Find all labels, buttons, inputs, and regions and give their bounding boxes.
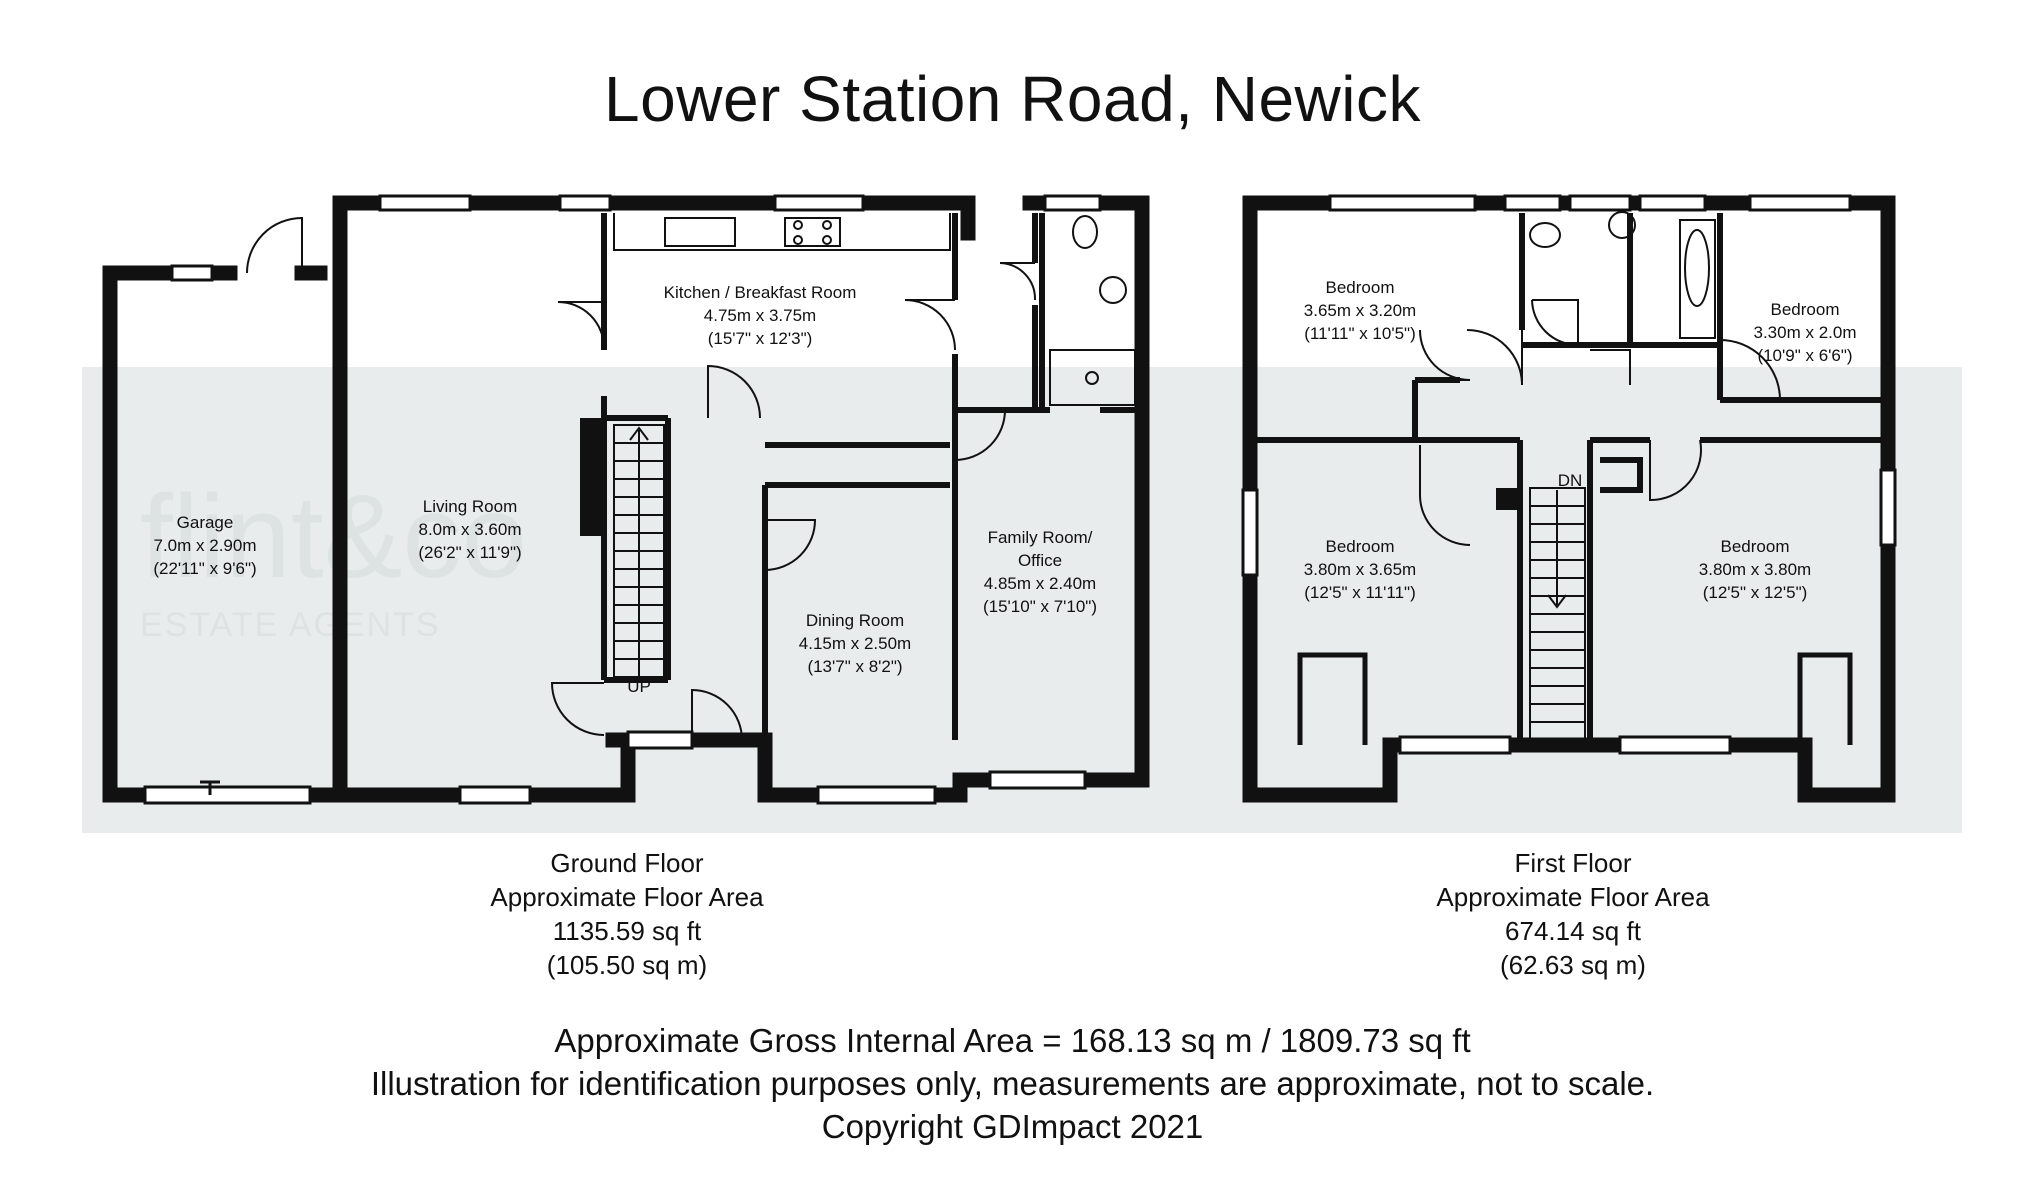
room-label-living-room: Living Room 8.0m x 3.60m (26'2" x 11'9")	[418, 497, 521, 562]
svg-text:Bedroom: Bedroom	[1326, 537, 1395, 556]
room-label-bedroom-1: Bedroom 3.65m x 3.20m (11'11" x 10'5")	[1304, 278, 1416, 343]
ground-floor-plan	[102, 194, 1150, 805]
ground-stairs	[613, 424, 665, 678]
copyright: Copyright GDImpact 2021	[821, 1108, 1204, 1145]
room-label-bedroom-3: Bedroom 3.80m x 3.65m (12'5" x 11'11")	[1304, 537, 1416, 602]
plan-title: Lower Station Road, Newick	[604, 63, 1421, 135]
fireplace	[580, 418, 604, 536]
watermark-tagline: ESTATE AGENTS	[140, 606, 441, 644]
stair-label-dn: DN	[1558, 471, 1583, 490]
svg-text:(12'5" x 11'11"): (12'5" x 11'11")	[1304, 583, 1416, 602]
svg-text:4.75m x 3.75m: 4.75m x 3.75m	[704, 306, 816, 325]
first-floor-plan	[1241, 194, 1897, 803]
svg-text:Dining Room: Dining Room	[806, 611, 904, 630]
svg-text:(12'5" x 12'5"): (12'5" x 12'5")	[1703, 583, 1808, 602]
svg-text:(13'7" x 8'2"): (13'7" x 8'2")	[807, 657, 902, 676]
watermark-band	[82, 367, 1962, 833]
first-floor-name: First Floor	[1514, 848, 1632, 878]
svg-text:3.30m x 2.0m: 3.30m x 2.0m	[1754, 323, 1857, 342]
ground-floor-sqft: 1135.59 sq ft	[552, 916, 702, 946]
svg-text:(11'11" x 10'5"): (11'11" x 10'5")	[1304, 324, 1416, 343]
gross-area: Approximate Gross Internal Area = 168.13…	[554, 1022, 1471, 1059]
svg-text:Bedroom: Bedroom	[1721, 537, 1790, 556]
svg-text:3.80m x 3.65m: 3.80m x 3.65m	[1304, 560, 1416, 579]
svg-text:Living Room: Living Room	[423, 497, 518, 516]
svg-text:(15'7" x 12'3"): (15'7" x 12'3")	[708, 329, 813, 348]
room-label-bedroom-4: Bedroom 3.80m x 3.80m (12'5" x 12'5")	[1699, 537, 1811, 602]
svg-text:Garage: Garage	[177, 513, 234, 532]
first-floor-sqft: 674.14 sq ft	[1505, 916, 1641, 946]
stair-label-up: UP	[627, 677, 651, 696]
ground-floor-caption: Ground Floor Approximate Floor Area 1135…	[377, 846, 877, 982]
svg-text:Bedroom: Bedroom	[1771, 300, 1840, 319]
room-label-family-room: Family Room/ Office 4.85m x 2.40m (15'10…	[983, 528, 1097, 616]
svg-text:3.80m x 3.80m: 3.80m x 3.80m	[1699, 560, 1811, 579]
svg-text:Bedroom: Bedroom	[1326, 278, 1395, 297]
ground-floor-name: Ground Floor	[550, 848, 704, 878]
first-floor-sqm: (62.63 sq m)	[1500, 950, 1646, 980]
svg-text:Family Room/: Family Room/	[988, 528, 1093, 547]
ground-floor-sqm: (105.50 sq m)	[546, 950, 708, 980]
first-floor-caption: First Floor Approximate Floor Area 674.1…	[1323, 846, 1823, 982]
svg-text:4.85m x 2.40m: 4.85m x 2.40m	[984, 574, 1096, 593]
room-label-garage: Garage 7.0m x 2.90m (22'11" x 9'6")	[153, 513, 256, 578]
ground-floor-area-label: Approximate Floor Area	[490, 882, 764, 912]
svg-text:Office: Office	[1018, 551, 1062, 570]
room-label-kitchen: Kitchen / Breakfast Room 4.75m x 3.75m (…	[664, 283, 857, 348]
first-stairs	[1496, 487, 1586, 741]
svg-text:(10'9" x 6'6"): (10'9" x 6'6")	[1757, 346, 1852, 365]
room-label-dining-room: Dining Room 4.15m x 2.50m (13'7" x 8'2")	[799, 611, 911, 676]
svg-text:3.65m x 3.20m: 3.65m x 3.20m	[1304, 301, 1416, 320]
svg-text:4.15m x 2.50m: 4.15m x 2.50m	[799, 634, 911, 653]
first-floor-area-label: Approximate Floor Area	[1436, 882, 1710, 912]
svg-text:(26'2" x 11'9"): (26'2" x 11'9")	[418, 543, 521, 562]
disclaimer: Illustration for identification purposes…	[370, 1065, 1655, 1102]
svg-text:8.0m x 3.60m: 8.0m x 3.60m	[419, 520, 522, 539]
svg-text:7.0m x 2.90m: 7.0m x 2.90m	[154, 536, 257, 555]
room-label-bedroom-2: Bedroom 3.30m x 2.0m (10'9" x 6'6")	[1754, 300, 1857, 365]
svg-text:(22'11" x 9'6"): (22'11" x 9'6")	[153, 559, 256, 578]
svg-text:(15'10" x 7'10"): (15'10" x 7'10")	[983, 597, 1097, 616]
svg-text:Kitchen / Breakfast Room: Kitchen / Breakfast Room	[664, 283, 857, 302]
